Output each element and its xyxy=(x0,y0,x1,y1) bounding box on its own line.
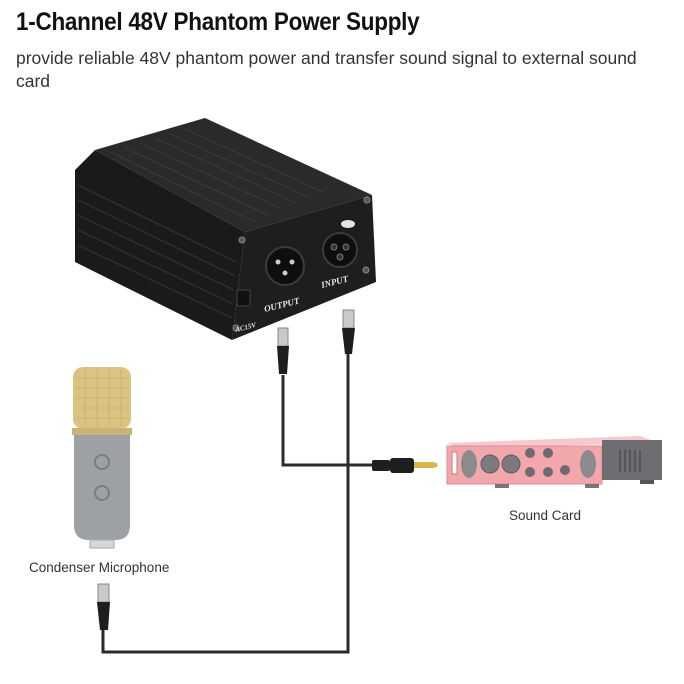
output-xlr-port xyxy=(265,246,305,286)
xlr-male-connector-input xyxy=(342,309,355,354)
page-title: 1-Channel 48V Phantom Power Supply xyxy=(16,8,420,36)
xlr-female-connector-output xyxy=(277,327,289,374)
xlr-female-connector-mic xyxy=(97,583,110,630)
cables xyxy=(101,352,380,654)
condenser-microphone xyxy=(72,367,132,549)
microphone-label: Condenser Microphone xyxy=(29,560,170,575)
sound-card-device xyxy=(446,436,662,488)
sound-card-label: Sound Card xyxy=(509,508,582,523)
aux-3.5mm-plug xyxy=(372,458,438,473)
input-cable xyxy=(101,352,350,654)
input-xlr-port xyxy=(322,220,358,268)
output-cable xyxy=(281,375,380,467)
phantom-power-box xyxy=(75,118,376,340)
dc-power-jack xyxy=(236,289,251,307)
page-subtitle: provide reliable 48V phantom power and t… xyxy=(16,48,637,91)
